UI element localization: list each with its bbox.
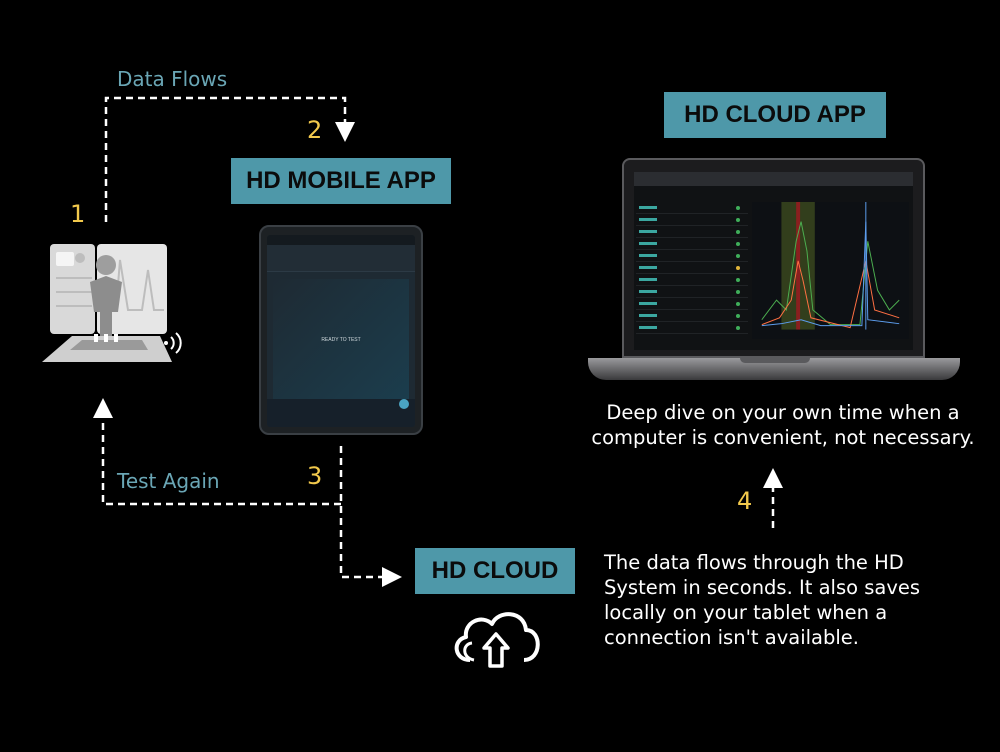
- arrow-test-again: [93, 398, 341, 506]
- step-2-number: 2: [307, 116, 323, 144]
- hd-cloud-tag: HD CLOUD: [415, 548, 575, 594]
- arrow-to-cloud: [339, 446, 402, 587]
- step-3-number: 3: [307, 462, 323, 490]
- cloud-description: The data flows through the HD System in …: [604, 550, 974, 650]
- tablet-plot-area: READY TO TEST: [273, 279, 409, 399]
- cloud-description-line-3: locally on your tablet when a: [604, 601, 888, 624]
- test-again-label: Test Again: [117, 469, 220, 493]
- hd-cloud-app-tag: HD CLOUD APP: [664, 92, 886, 138]
- wireless-signal-icon: [164, 332, 182, 354]
- arrow-data-flows: [104, 96, 355, 222]
- step-4-number: 4: [737, 487, 753, 515]
- cloud-description-line-1: The data flows through the HD: [604, 551, 904, 574]
- laptop-icon: [622, 158, 925, 358]
- cloud-app-description-line-1: Deep dive on your own time when a: [606, 401, 960, 424]
- tablet-screen: READY TO TEST: [267, 235, 415, 427]
- tablet-topbar: [267, 235, 415, 245]
- laptop-base: [588, 358, 960, 380]
- hd-mobile-app-tag: HD MOBILE APP: [231, 158, 451, 204]
- tablet-info-bar: [267, 245, 415, 272]
- laptop-notch: [740, 358, 810, 363]
- cloud-description-line-2: System in seconds. It also saves: [604, 576, 921, 599]
- cloud-app-description-line-2: computer is convenient, not necessary.: [591, 426, 975, 449]
- cloud-upload-icon: [454, 612, 540, 668]
- tablet-bottom-bar: [267, 399, 415, 427]
- laptop-table: [636, 202, 748, 340]
- tablet-ready-text: READY TO TEST: [321, 337, 361, 343]
- tablet-icon: READY TO TEST: [259, 225, 423, 435]
- laptop-screen: [634, 172, 913, 350]
- tablet-fab: [399, 399, 409, 409]
- cloud-app-description: Deep dive on your own time when a comput…: [588, 400, 978, 450]
- step-1-number: 1: [70, 200, 86, 228]
- laptop-chart: [752, 202, 909, 340]
- cloud-description-line-4: connection isn't available.: [604, 626, 859, 649]
- data-flows-label: Data Flows: [117, 67, 228, 91]
- force-plate-device-icon: [42, 244, 172, 362]
- laptop-browser-bar: [634, 172, 913, 186]
